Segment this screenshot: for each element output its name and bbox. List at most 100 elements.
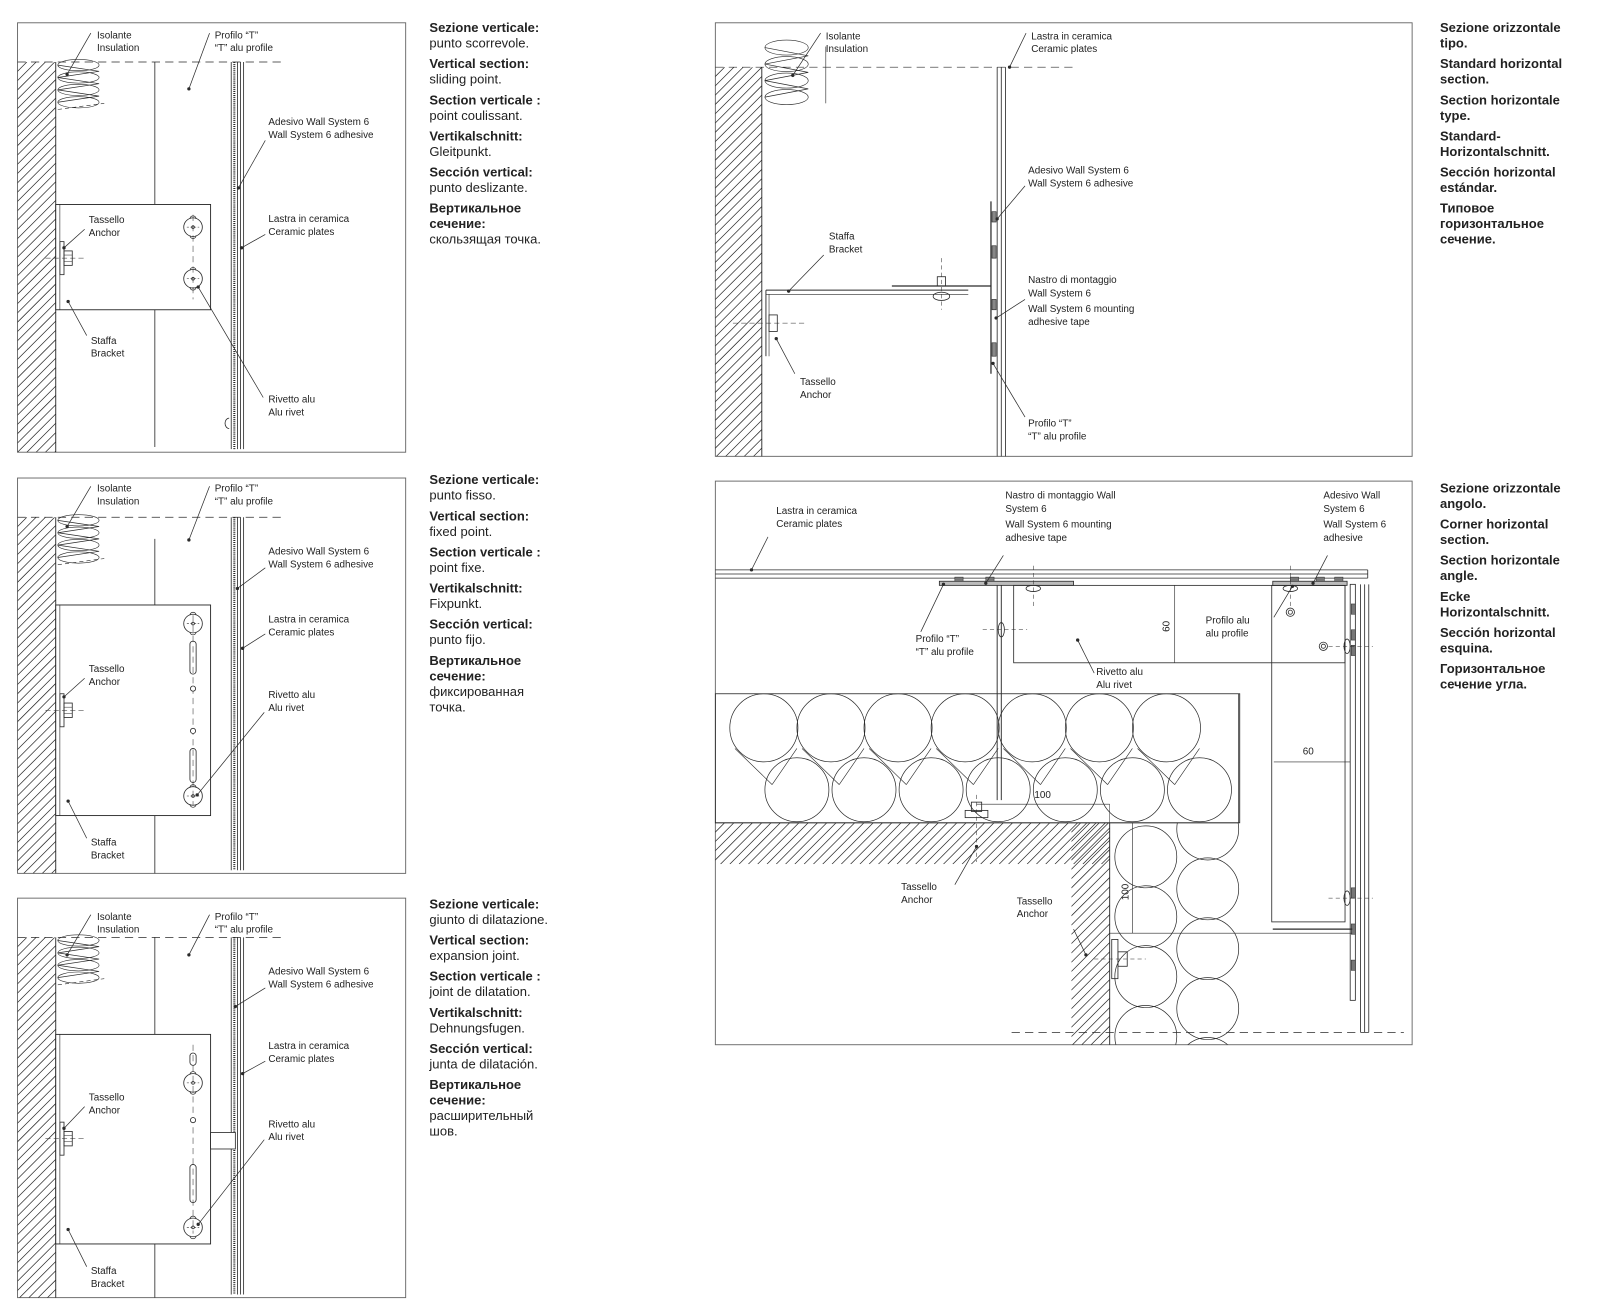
hatch-line: [17, 794, 56, 834]
insulation-coil-loop: [57, 934, 100, 947]
caption-text: расширительный: [429, 1108, 533, 1123]
leader-dot: [239, 246, 244, 250]
hatch-line: [921, 67, 1310, 456]
callout-label: Isolante: [826, 31, 861, 42]
hatch-line: [715, 382, 762, 431]
leader-line: [775, 338, 796, 374]
caption-heading: Vertikalschnitt:: [429, 128, 522, 143]
slot-ears: [189, 1071, 197, 1095]
hatch-line: [1295, 823, 1517, 1045]
caption-heading: Section verticale :: [429, 969, 540, 984]
callout-label: Alu rivet: [268, 408, 304, 419]
callout-label: Adesivo Wall System 6: [268, 546, 369, 557]
callout-label: Rivetto alu: [268, 1119, 315, 1130]
insulation-loop: [764, 757, 830, 823]
hatch-line: [17, 562, 56, 602]
insulation-coil-loop: [764, 72, 809, 89]
leader-dot: [187, 953, 191, 957]
callout-label: Adesivo Wall: [1323, 491, 1380, 502]
caption-heading: сечение:: [429, 668, 485, 683]
hatch-line: [715, 822, 744, 852]
callout-label: Isolante: [97, 483, 132, 494]
hatch-line: [1071, 942, 1110, 982]
hatch-line: [363, 937, 723, 1297]
caption-text: giunto di dilatazione.: [429, 912, 548, 927]
wall-hatch: [17, 517, 56, 874]
caption-heading: Horizontalschnitt.: [1440, 604, 1550, 619]
hatch-line: [884, 67, 1273, 456]
insulation-loop: [930, 693, 1000, 763]
hatch-line: [715, 822, 753, 861]
hatch-line: [837, 67, 1226, 456]
hatch-line: [194, 62, 584, 452]
hatch-line: [716, 410, 762, 457]
caption-heading: estándar.: [1440, 180, 1497, 195]
callout-label: Insulation: [97, 925, 139, 936]
hatch-line: [715, 354, 762, 403]
hatch-line: [343, 62, 733, 452]
callout-label: Adesivo Wall System 6: [268, 117, 369, 128]
callout-label: Anchor: [901, 895, 933, 906]
leader-line: [242, 633, 266, 649]
hatch-line: [1036, 822, 1078, 865]
hatch-line: [203, 62, 593, 452]
caption-text: punto fisso.: [429, 488, 496, 503]
adhesive-tape: [1350, 644, 1356, 656]
leader-dot: [66, 299, 70, 304]
rivet: [1285, 607, 1295, 617]
callout-label: Rivetto alu: [1096, 667, 1143, 678]
callout-label: Wall System 6: [1323, 520, 1386, 531]
insulation-coil: [57, 519, 100, 558]
hatch-line: [715, 113, 762, 161]
hatch-line: [859, 822, 902, 865]
hatch-line: [1042, 67, 1431, 456]
leader-dot: [974, 844, 979, 849]
caption-text: точка.: [429, 699, 465, 714]
leader-line: [788, 254, 825, 292]
caption-heading: Sección vertical:: [429, 165, 532, 180]
callout-label: Insulation: [97, 496, 139, 507]
leader-dot: [236, 186, 241, 190]
hatch-line: [1069, 67, 1458, 456]
leader-line: [196, 712, 265, 796]
leader-dot: [235, 586, 240, 591]
hatch-line: [17, 775, 56, 816]
hatch-line: [1004, 67, 1393, 456]
hatch-line: [17, 664, 56, 704]
caption-heading: Vertikalschnitt:: [429, 581, 522, 596]
hatch-line: [1097, 67, 1486, 456]
hatch-line: [809, 67, 1198, 456]
hatch-line: [17, 125, 56, 165]
hatch-line: [715, 75, 762, 124]
hatch-line: [1071, 932, 1110, 972]
leader-dot: [791, 73, 795, 78]
hatch-line: [850, 822, 893, 865]
insulation-loop: [1167, 757, 1232, 823]
callout-label: System 6: [1005, 504, 1047, 515]
leader-line: [1273, 586, 1293, 618]
hatch-line: [17, 1112, 56, 1152]
hatch-line: [986, 67, 1375, 456]
leader-dot: [62, 246, 66, 250]
hatch-line: [738, 822, 781, 865]
caption-heading: Vertical section:: [429, 933, 529, 948]
caption-heading: esquina.: [1440, 640, 1493, 655]
hatch-line: [791, 67, 1180, 456]
hatch-line: [354, 937, 714, 1297]
leader-dot: [196, 285, 200, 289]
slot-ears: [189, 1215, 197, 1240]
insulation-coil-loop: [57, 946, 100, 959]
callout-label: Profilo “T”: [1028, 418, 1071, 429]
hatch-line: [1064, 822, 1106, 865]
hatch-line: [715, 224, 762, 273]
insulation-coil-loop: [57, 971, 100, 984]
callout-label: Alu rivet: [1096, 680, 1132, 691]
callout-label: “T” alu profile: [215, 43, 274, 54]
hatch-line: [17, 106, 56, 147]
rivet: [191, 621, 195, 626]
callout-label: “T” alu profile: [215, 925, 274, 936]
hatch-line: [715, 280, 762, 328]
callout-label: Nastro di montaggio Wall: [1005, 491, 1115, 502]
hatch-line: [715, 289, 762, 338]
